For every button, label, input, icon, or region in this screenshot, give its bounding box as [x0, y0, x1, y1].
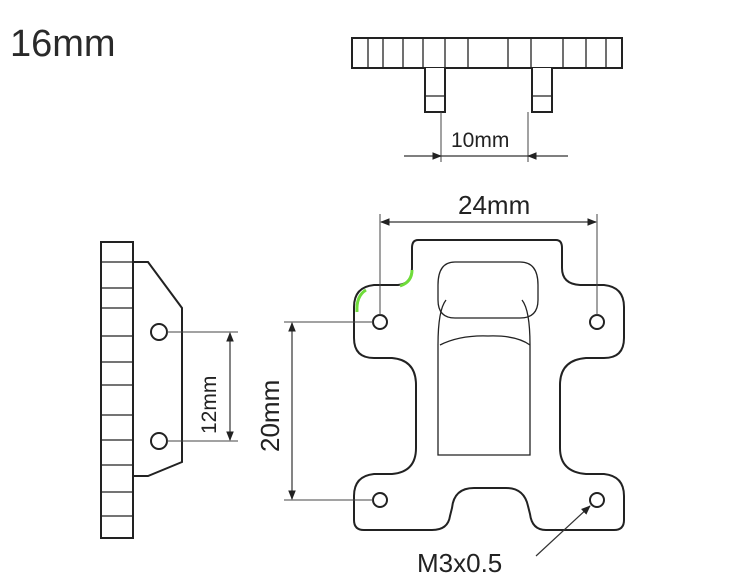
plate-outline	[353, 239, 625, 531]
hole-bottom-right	[589, 492, 605, 508]
top-view: 10mm	[351, 37, 623, 162]
hole-bottom-left	[372, 492, 388, 508]
side-view-plate	[132, 261, 183, 477]
channel-arc	[439, 335, 531, 346]
upper-slot	[437, 261, 539, 319]
side-view: 12mm	[100, 241, 238, 539]
shoulder-highlight-right	[399, 269, 414, 288]
hole-top-left	[372, 314, 388, 330]
side-view-comb	[100, 241, 134, 539]
top-view-teeth	[367, 38, 607, 68]
shoulder-highlight-left	[355, 288, 367, 313]
hole-height-label: 20mm	[255, 380, 285, 452]
side-upper-hole	[150, 323, 168, 341]
pin-spacing-label: 10mm	[451, 129, 509, 152]
center-channel	[437, 299, 531, 456]
right-pin	[531, 68, 553, 113]
hole-width-label: 24mm	[458, 190, 530, 220]
side-lower-hole	[150, 432, 168, 450]
left-pin	[424, 68, 446, 113]
hole-top-right	[589, 314, 605, 330]
front-view: 24mm 20mm M3x0.5	[255, 190, 625, 578]
side-hole-spacing-label: 12mm	[198, 376, 221, 434]
thread-label: M3x0.5	[417, 548, 502, 578]
size-title: 16mm	[10, 23, 116, 65]
top-view-body	[351, 37, 623, 69]
